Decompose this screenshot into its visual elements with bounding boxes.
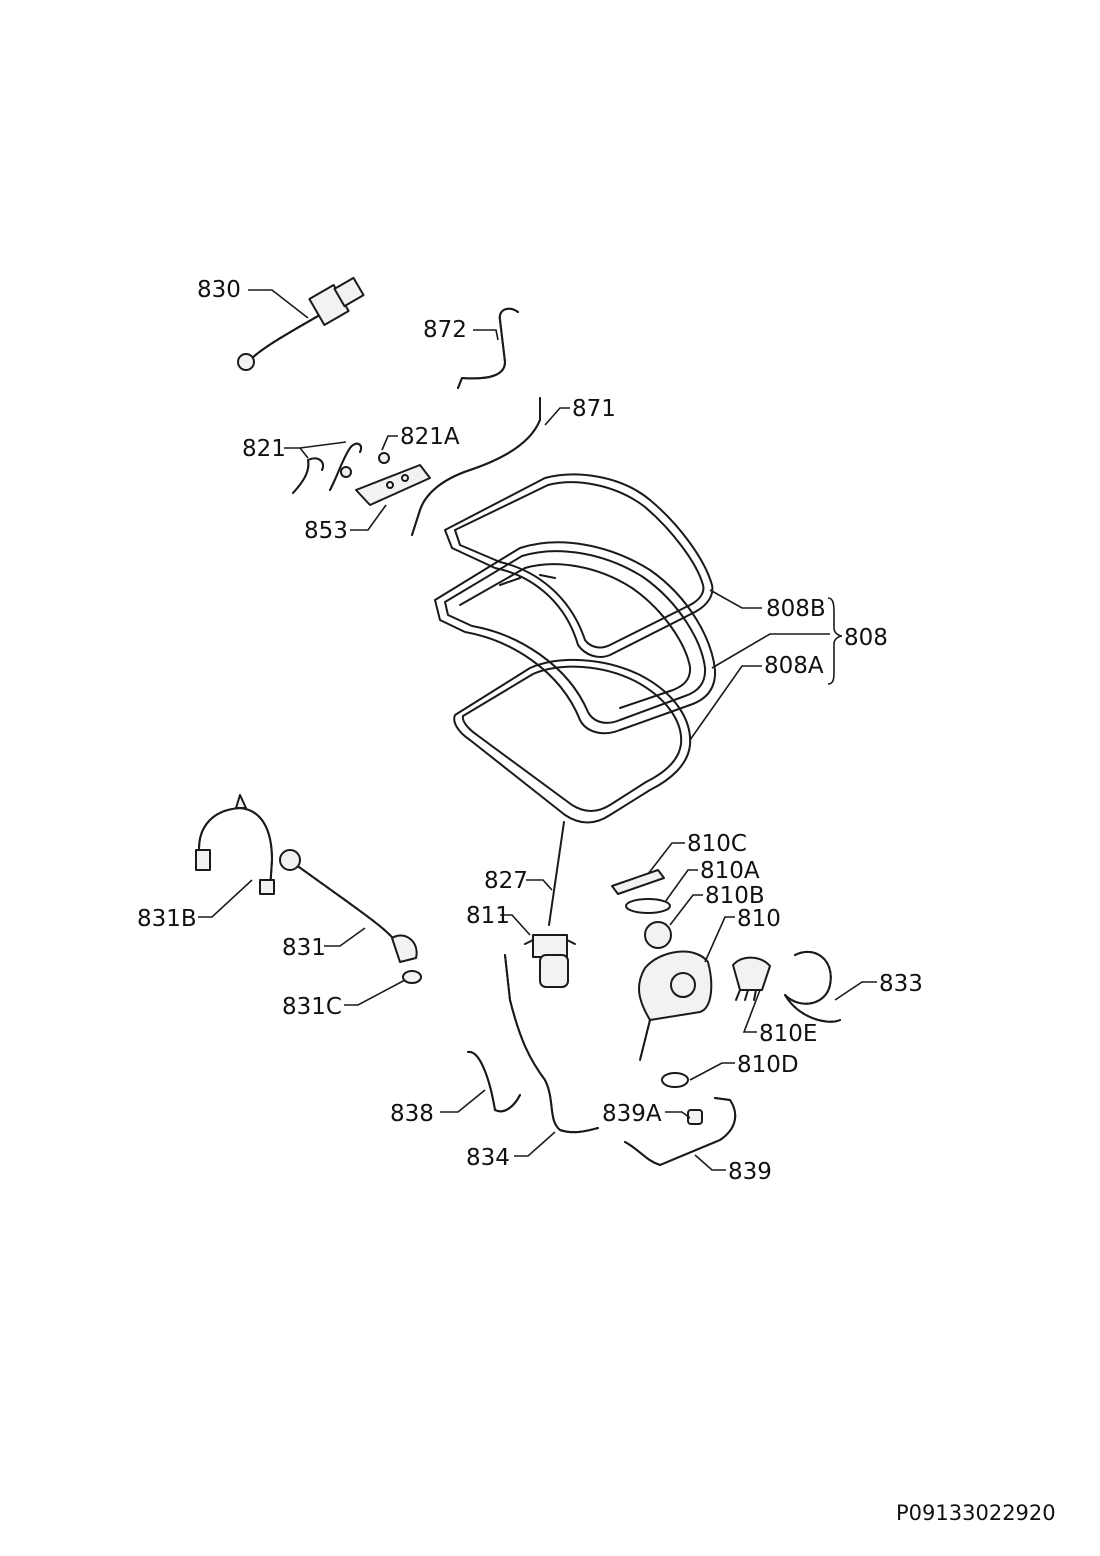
part-808B-frame: [444, 473, 714, 658]
callout-872: 872: [423, 317, 467, 343]
callout-834: 834: [466, 1145, 510, 1171]
part-831C-clamp: [402, 970, 422, 984]
part-830-inlet-hose: [237, 276, 365, 371]
callout-808: 808: [844, 625, 888, 651]
callout-810E: 810E: [759, 1021, 817, 1047]
part-853-bracket: [355, 464, 431, 506]
part-871-hose: [411, 397, 541, 536]
group-brace-808: [827, 597, 843, 685]
callout-853: 853: [304, 518, 348, 544]
callout-831: 831: [282, 935, 326, 961]
part-810B-ball: [644, 921, 672, 949]
part-810D-clip: [661, 1072, 689, 1088]
callout-830: 830: [197, 277, 241, 303]
callout-810D: 810D: [737, 1052, 799, 1078]
part-831B-hose-guide: [195, 794, 275, 895]
part-810E-filter: [732, 956, 771, 1001]
callout-871: 871: [572, 396, 616, 422]
part-839A-fitting: [687, 1109, 703, 1125]
part-834-hose: [504, 954, 599, 1134]
callout-808B: 808B: [766, 596, 826, 622]
part-808A-seal: [453, 659, 692, 824]
callout-827: 827: [484, 868, 528, 894]
callout-811: 811: [466, 903, 510, 929]
callout-821: 821: [242, 436, 286, 462]
part-839-hose: [624, 1097, 737, 1166]
callout-833: 833: [879, 971, 923, 997]
callout-831B: 831B: [137, 906, 197, 932]
callout-821A: 821A: [400, 424, 460, 450]
part-833-hose: [784, 950, 841, 1023]
part-827-tube: [548, 821, 565, 926]
callout-831C: 831C: [282, 994, 342, 1020]
part-811-pressure-switch: [524, 934, 576, 988]
document-number: P09133022920: [896, 1501, 1056, 1525]
callout-839: 839: [728, 1159, 772, 1185]
part-831-drain-hose: [279, 849, 418, 963]
callout-839A: 839A: [602, 1101, 662, 1127]
leader-lines: [198, 289, 877, 1171]
callout-810C: 810C: [687, 831, 747, 857]
part-808-gasket: [434, 541, 717, 735]
part-872-hose: [457, 307, 519, 389]
part-810-sump: [638, 950, 713, 1061]
callout-labels: 830 872 871 821 821A 853 808B 808 808A 8…: [137, 277, 923, 1185]
part-810A-gasket: [625, 898, 671, 914]
callout-838: 838: [390, 1101, 434, 1127]
part-821-hoses: [292, 442, 362, 494]
callout-810: 810: [737, 906, 781, 932]
part-821A-clamps: [340, 452, 390, 478]
callout-810B: 810B: [705, 883, 765, 909]
callout-810A: 810A: [700, 858, 760, 884]
part-810C-cover: [611, 869, 665, 895]
callout-808A: 808A: [764, 653, 824, 679]
part-838-hose: [467, 1051, 521, 1113]
